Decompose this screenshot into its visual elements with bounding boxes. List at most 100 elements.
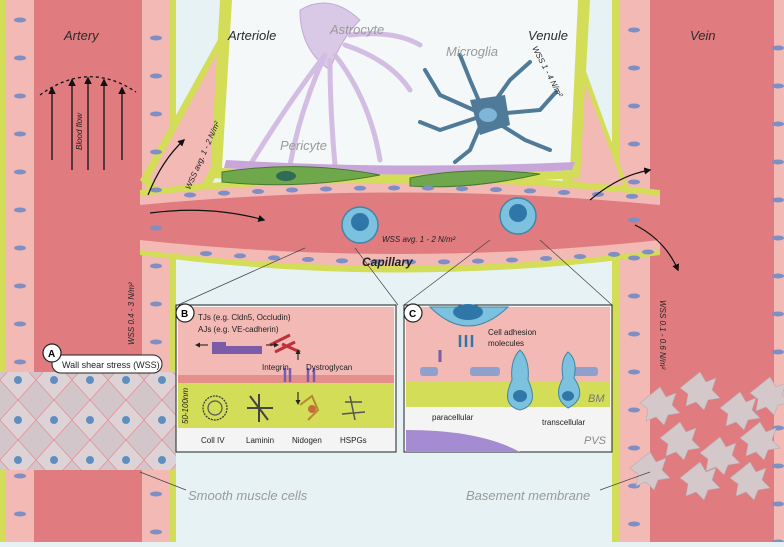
endothelial-nucleus [628, 521, 640, 527]
integrin-label: Integrin [262, 363, 289, 372]
aj-label: AJs (e.g. VE-cadherin) [198, 325, 279, 334]
endothelial-nucleus [200, 251, 212, 257]
endothelial-nucleus [772, 121, 784, 127]
endothelial-nucleus [150, 529, 162, 535]
endothelial-nucleus [628, 331, 640, 337]
wss-title: Wall shear stress (WSS) [62, 360, 160, 370]
endothelial-nucleus [628, 255, 640, 261]
endothelial-nucleus [302, 257, 314, 263]
wss-artery-label: WSS 0.4 - 3 N/m² [127, 282, 136, 345]
endothelial-nucleus [574, 254, 586, 260]
endothelial-nucleus [456, 186, 468, 192]
endothelial-nucleus [388, 185, 400, 191]
microglia-label: Microglia [446, 44, 498, 59]
endothelial-nucleus [14, 283, 26, 289]
leukocyte-right [499, 197, 537, 235]
endothelial-nucleus [404, 259, 416, 265]
endothelial-nucleus [218, 190, 230, 196]
endothelial-nuclei [14, 17, 784, 545]
endothelial-nucleus [14, 93, 26, 99]
bm-fragment [699, 436, 741, 476]
endothelial-nucleus [628, 217, 640, 223]
endothelial-nucleus [286, 187, 298, 193]
endothelial-nucleus [150, 73, 162, 79]
endothelial-nucleus [772, 311, 784, 317]
basement-membrane-label: Basement membrane [466, 488, 590, 503]
bm-fragment [729, 461, 771, 501]
pericyte-label: Pericyte [280, 138, 327, 153]
endothelial-nucleus [14, 359, 26, 365]
endothelial-nucleus [772, 83, 784, 89]
basement-membrane-fragments [629, 371, 784, 501]
panel-b [175, 303, 397, 453]
pvs-label: PVS [584, 435, 607, 447]
endothelial-nucleus [14, 169, 26, 175]
cell-adhesion-label-2: molecules [488, 339, 524, 348]
bm-fragment [749, 376, 784, 416]
endothelial-nucleus [628, 27, 640, 33]
endothelial-nucleus [628, 103, 640, 109]
dystroglycan-label: Dystroglycan [306, 363, 352, 372]
endothelial-nucleus [506, 257, 518, 263]
endothelial-nucleus [628, 445, 640, 451]
panel-c-letter: C [409, 309, 416, 320]
transcellular-label: transcellular [542, 418, 585, 427]
endothelial-nucleus [150, 35, 162, 41]
capillary-label: Capillary [362, 255, 414, 269]
bm-fragment [679, 461, 721, 501]
bm-fragment [719, 391, 761, 431]
arteriole-label: Arteriole [227, 28, 276, 43]
endothelial-nucleus [772, 159, 784, 165]
bm-label: BM [588, 393, 605, 405]
endothelial-nucleus [150, 339, 162, 345]
endothelial-nucleus [628, 141, 640, 147]
astrocyte-processes [247, 31, 423, 168]
endothelial-nucleus [252, 188, 264, 194]
endothelial-nucleus [336, 258, 348, 264]
endothelial-nucleus [14, 17, 26, 23]
endothelial-nucleus [490, 187, 502, 193]
endothelial-nucleus [628, 293, 640, 299]
endothelial-nucleus [14, 321, 26, 327]
endothelial-nucleus [14, 55, 26, 61]
wss-capillary-label: WSS avg. 1 - 2 N/m² [382, 235, 456, 244]
endothelial-nucleus [472, 258, 484, 264]
astrocyte-label: Astrocyte [329, 22, 384, 37]
vein-label: Vein [690, 28, 716, 43]
endothelial-nucleus [438, 259, 450, 265]
endothelial-nucleus [558, 190, 570, 196]
endothelial-nucleus [150, 491, 162, 497]
pericyte-nucleus [276, 171, 296, 181]
endothelial-nucleus [370, 259, 382, 265]
endothelial-nucleus [150, 301, 162, 307]
endothelial-nucleus [150, 263, 162, 269]
microglia-nucleus [479, 108, 497, 122]
panel-c [403, 303, 613, 453]
bm-fragment [629, 451, 671, 491]
brain-interior [222, 0, 578, 175]
endothelial-nucleus [14, 473, 26, 479]
endothelial-nucleus [184, 192, 196, 198]
flow-curves [147, 139, 680, 272]
endothelial-nucleus [150, 149, 162, 155]
panel-connectors [139, 239, 651, 491]
endothelial-nucleus [524, 188, 536, 194]
hspgs-label: HSPGs [340, 436, 367, 445]
panel-a [42, 343, 163, 374]
endothelial-nucleus [608, 251, 620, 257]
endothelial-nucleus [150, 187, 162, 193]
endothelial-nucleus [234, 253, 246, 259]
endothelial-nucleus [628, 179, 640, 185]
blood-flow-label: Blood flow [75, 112, 84, 150]
endothelial-nucleus [150, 111, 162, 117]
panel-a-letter: A [48, 349, 55, 360]
endothelial-nucleus [150, 225, 162, 231]
nidogen-label: Nidogen [292, 436, 322, 445]
endothelial-nucleus [772, 349, 784, 355]
astrocyte-cell [299, 2, 361, 71]
leukocyte-left [341, 206, 379, 244]
endothelial-nucleus [422, 185, 434, 191]
endothelial-nucleus [628, 369, 640, 375]
endothelial-nucleus [14, 245, 26, 251]
